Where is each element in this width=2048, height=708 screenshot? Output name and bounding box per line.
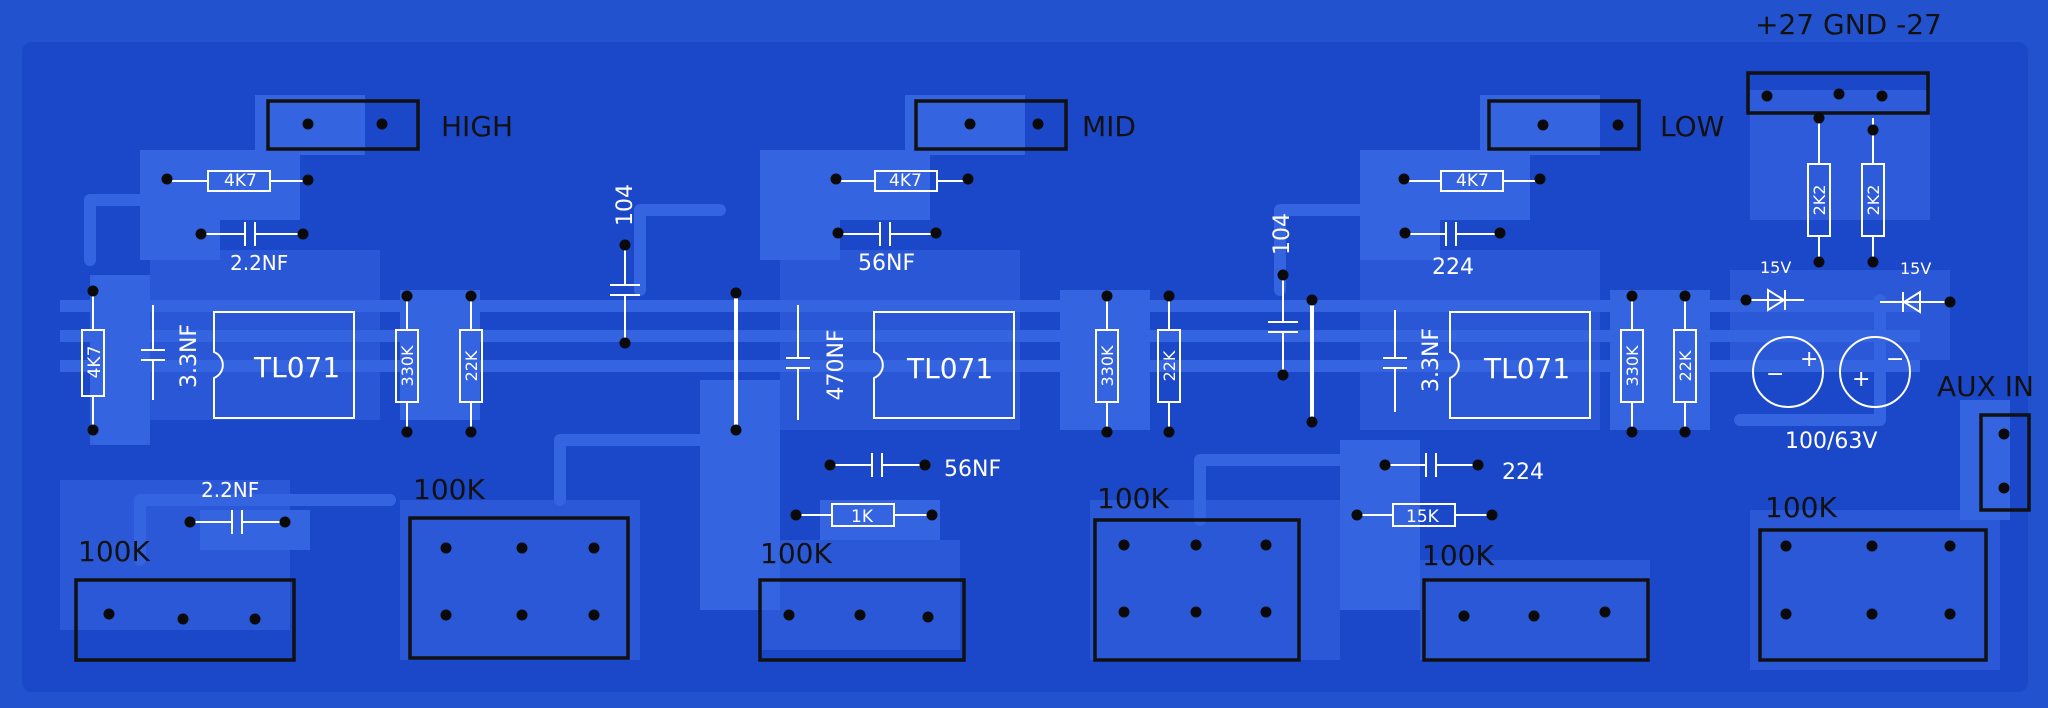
c-2-2nf-high-bottom: 2.2NF xyxy=(201,478,259,502)
pot-low-1 xyxy=(1422,578,1650,662)
ic-mid: TL071 xyxy=(906,352,993,385)
cap-plus-left: + xyxy=(1800,347,1818,372)
c-224-low-bottom: 224 xyxy=(1502,460,1544,485)
low-connector-box xyxy=(1487,99,1641,151)
power-connector-box xyxy=(1746,71,1930,115)
r-4k7-mid: 4K7 xyxy=(889,171,922,191)
c-224-low-top: 224 xyxy=(1432,255,1474,280)
r-2k2-left: 2K2 xyxy=(1810,185,1829,216)
ic-high: TL071 xyxy=(253,351,340,384)
cap-plus-right: + xyxy=(1852,367,1870,392)
mid-label: MID xyxy=(1082,110,1136,143)
silkscreen xyxy=(81,118,1950,534)
r-330k-high: 330K xyxy=(398,345,417,387)
r-4k7-low: 4K7 xyxy=(1456,171,1489,191)
pot-mid-2 xyxy=(1093,518,1301,662)
aux-in-label: AUX IN xyxy=(1937,370,2034,403)
r-4k7-left: 4K7 xyxy=(85,346,105,379)
pot-low-2-label: 100K xyxy=(1765,491,1837,524)
zener-left: 15V xyxy=(1760,258,1791,277)
high-label: HIGH xyxy=(441,110,513,143)
r-4k7-high: 4K7 xyxy=(224,171,257,191)
c-3-3nf-low: 3.3NF xyxy=(1419,328,1444,392)
r-1k-mid: 1K xyxy=(851,507,874,527)
cap-elec-label: 100/63V xyxy=(1785,429,1877,454)
c-3-3nf-high: 3.3NF xyxy=(177,324,202,388)
connector-outlines xyxy=(74,71,2031,662)
power-label: +27 GND -27 xyxy=(1755,8,1942,41)
c-2-2nf-high-top: 2.2NF xyxy=(230,251,288,275)
mid-connector-box xyxy=(914,99,1068,151)
pot-mid-1 xyxy=(758,578,966,662)
cap-minus-left: − xyxy=(1766,362,1784,387)
ic-low: TL071 xyxy=(1483,352,1570,385)
c-104-mid: 104 xyxy=(1270,213,1295,255)
pot-high-1 xyxy=(74,578,296,662)
high-connector-box xyxy=(266,99,420,151)
c-104-high: 104 xyxy=(613,184,638,226)
pot-high-2 xyxy=(408,516,630,660)
pot-high-2-label: 100K xyxy=(413,473,485,506)
pot-low-2 xyxy=(1758,528,1988,662)
cap-minus-right: − xyxy=(1886,347,1904,372)
r-15k-low: 15K xyxy=(1406,507,1440,527)
pot-mid-1-label: 100K xyxy=(760,537,832,570)
r-22k-mid: 22K xyxy=(1160,350,1179,381)
r-22k-high: 22K xyxy=(462,350,481,381)
c-56nf-mid-bottom: 56NF xyxy=(944,457,1001,482)
pot-mid-2-label: 100K xyxy=(1097,482,1169,515)
pot-high-1-label: 100K xyxy=(78,535,150,568)
c-470nf-mid: 470NF xyxy=(824,329,849,400)
r-2k2-right: 2K2 xyxy=(1864,185,1883,216)
aux-connector-box xyxy=(1979,413,2031,512)
r-22k-low: 22K xyxy=(1676,350,1695,381)
zener-right: 15V xyxy=(1900,259,1931,278)
c-56nf-mid-top: 56NF xyxy=(858,251,915,276)
r-330k-mid: 330K xyxy=(1098,345,1117,387)
solder-pads xyxy=(87,88,2010,625)
r-330k-low: 330K xyxy=(1623,345,1642,387)
pot-low-1-label: 100K xyxy=(1422,539,1494,572)
low-label: LOW xyxy=(1660,110,1724,143)
